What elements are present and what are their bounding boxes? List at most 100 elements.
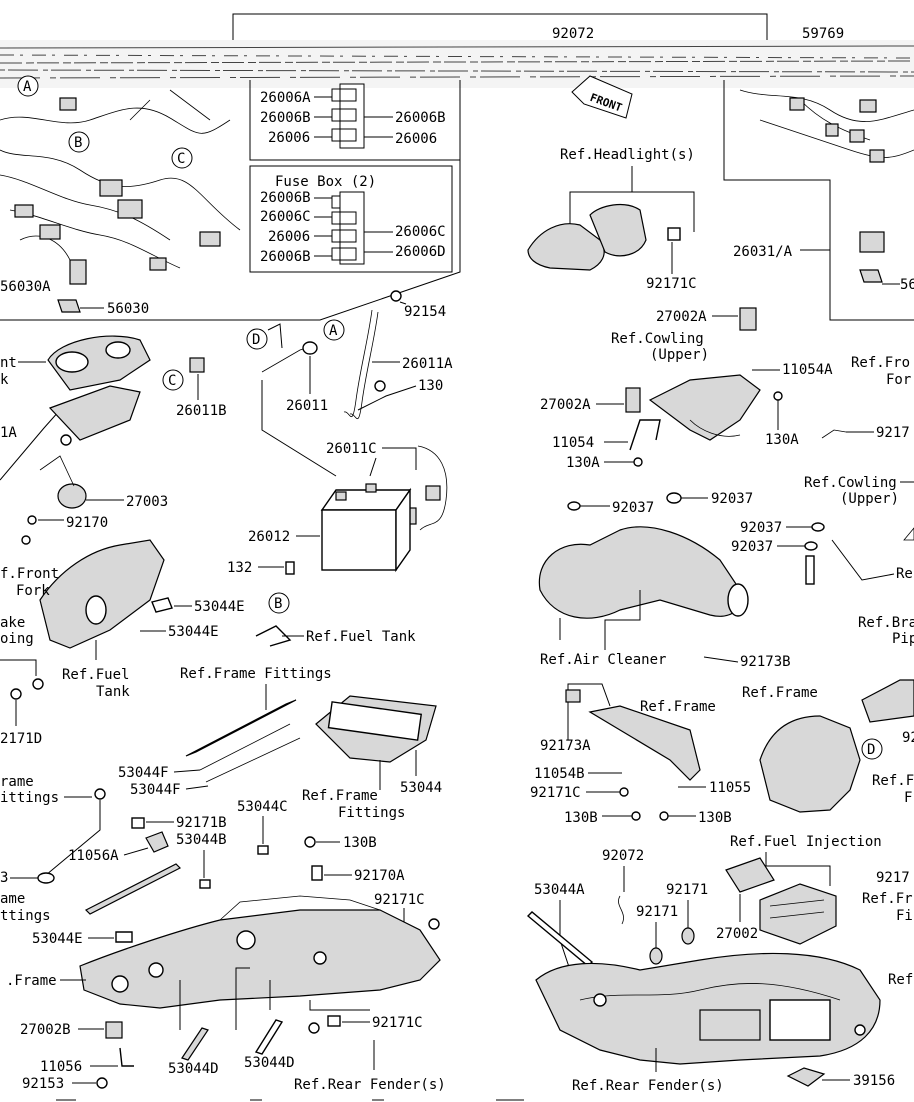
ref-f-cut: Ref.F <box>872 773 914 789</box>
part-53044d-b: 53044D <box>244 1055 295 1071</box>
callout-d-right: D <box>867 742 875 758</box>
part-53044e-b: 53044E <box>168 624 219 640</box>
part-3-cut: 3 <box>0 870 8 886</box>
part-27002b: 27002B <box>20 1022 71 1038</box>
ref-oing-cut: oing <box>0 631 34 647</box>
scan-noise-band <box>0 40 914 88</box>
callout-b-top: B <box>74 135 82 151</box>
frame-fittings: Ref.Frame Fittings 53044F 53044F Ref.Fra… <box>118 666 442 821</box>
part-92171b: 92171B <box>176 815 227 831</box>
part-26006: 26006 <box>268 130 310 146</box>
ref-fuel-tank-left-b: Tank <box>96 684 130 700</box>
fuse2-26006d-right: 26006D <box>395 244 446 260</box>
part-11054: 11054 <box>552 435 594 451</box>
part-92170: 92170 <box>66 515 108 531</box>
part-53044e-a: 53044E <box>194 599 245 615</box>
part-27002a-left: 27002A <box>540 397 591 413</box>
part-26011a: 26011A <box>402 356 453 372</box>
part-27002: 27002 <box>716 926 758 942</box>
ref-fuel-tank-right: Ref.Fuel Tank <box>306 629 416 645</box>
part-92154: 92154 <box>404 304 446 320</box>
ref-re-cut: Re <box>896 566 913 582</box>
frame-bracket-right: Ref.Frame 92173A 11054B 92171C 11055 130… <box>530 683 751 826</box>
part-59769: 59769 <box>802 26 844 42</box>
part-11054a: 11054A <box>782 362 833 378</box>
fuse2-26006: 26006 <box>268 229 310 245</box>
fuse-box-2: Fuse Box (2) 26006B 26006C 26006 26006B … <box>249 165 453 273</box>
part-92072-top: 92072 <box>552 26 594 42</box>
ref-frame-right: Ref.Frame <box>640 699 716 715</box>
fuse2-26006b: 26006B <box>260 190 311 206</box>
part-11054b: 11054B <box>534 766 585 782</box>
part-53044c: 53044C <box>237 799 288 815</box>
callout-c-top: C <box>177 151 185 167</box>
part-26011b: 26011B <box>176 403 227 419</box>
fuse2-26006c-right: 26006C <box>395 224 446 240</box>
ref-air-cleaner: Ref.Air Cleaner <box>540 652 666 668</box>
battery: 26011C 26012 <box>248 441 448 573</box>
part-92072-low: 92072 <box>602 848 644 864</box>
part-92173b: 92173B <box>740 654 791 670</box>
ref-fr-cut: Ref.Fr <box>862 891 913 907</box>
ref-ame-cut: ame <box>0 891 25 907</box>
fuse2-26006b-bottom: 26006B <box>260 249 311 265</box>
part-92171-b: 92171 <box>636 904 678 920</box>
part-92037-d: 92037 <box>731 539 773 555</box>
part-130b-mid: 130B <box>343 835 377 851</box>
fuse-box-1: 26006A 26006B 26006 26006B 26006 <box>260 83 446 149</box>
ref-fuel-tank-left: Ref.Fuel <box>62 667 129 683</box>
ref-nt-cut: nt <box>0 355 17 371</box>
ref-ittings-cut: ittings <box>0 790 59 806</box>
ref-ttings-cut: ttings <box>0 908 51 924</box>
ref-fr-cut-b: Fi <box>896 908 913 924</box>
part-53044d-a: 53044D <box>168 1061 219 1077</box>
callout-a-mid: A <box>329 323 338 339</box>
part-92037-b: 92037 <box>711 491 753 507</box>
ref-rear-fender-left: Ref.Rear Fender(s) <box>294 1077 446 1093</box>
ref-headlight: Ref.Headlight(s) <box>560 147 695 163</box>
part-92171c-mid: 92171C <box>374 892 425 908</box>
part-92170a: 92170A <box>354 868 405 884</box>
callout-d: D <box>252 332 260 348</box>
callout-a-top: A <box>23 79 32 95</box>
ref-frame-fittings-mid: Ref.Frame <box>302 788 378 804</box>
ref-front-fork-left: f.Front <box>0 566 59 582</box>
ref-bra-cut: Ref.Bra <box>858 615 914 631</box>
part-26031a: 26031/A <box>733 244 793 260</box>
part-9217-cut2: 9217 <box>876 870 910 886</box>
part-26006b: 26006B <box>260 110 311 126</box>
part-132: 132 <box>227 560 252 576</box>
part-2171d-cut: 2171D <box>0 731 42 747</box>
ref-cowling-upper: Ref.Cowling <box>611 331 704 347</box>
part-53044a: 53044A <box>534 882 585 898</box>
part-53044e-c: 53044E <box>32 931 83 947</box>
ref-cowling-upper-2: Ref.Cowling <box>804 475 897 491</box>
ref-cut: Ref <box>888 972 913 988</box>
part-92171c-low: 92171C <box>372 1015 423 1031</box>
part-92173a: 92173A <box>540 738 591 754</box>
part-92171-a: 92171 <box>666 882 708 898</box>
part-11056: 11056 <box>40 1059 82 1075</box>
front-direction-arrow: FRONT <box>571 75 633 119</box>
ref-k-cut: k <box>0 372 9 388</box>
main-harness-left: 56030A 56030 <box>0 89 461 321</box>
part-1a-cut: 1A <box>0 425 17 441</box>
part-53044b: 53044B <box>176 832 227 848</box>
part-130b-right: 130B <box>698 810 732 826</box>
part-39156: 39156 <box>853 1073 895 1089</box>
part-27003: 27003 <box>126 494 168 510</box>
air-cleaner: 92037 92037 Ref.Air Cleaner 92173B 92037… <box>538 491 913 670</box>
part-26006a: 26006A <box>260 90 311 106</box>
part-26006b-right: 26006B <box>395 110 446 126</box>
part-26012: 26012 <box>248 529 290 545</box>
ref-cowling-upper-2b: (Upper) <box>840 491 899 507</box>
ref-front-fork-right-b: For <box>886 372 911 388</box>
fuse-box-frame: 92072 59769 <box>232 13 844 161</box>
part-53044f-a: 53044F <box>118 765 169 781</box>
headlight-assembly: Ref.Headlight(s) 92171C <box>527 147 697 292</box>
cowling-bracket: 27002A Ref.Cowling (Upper) 27002A 11054A… <box>540 307 833 471</box>
part-92037-c: 92037 <box>740 520 782 536</box>
ref-cowling-upper-b: (Upper) <box>650 347 709 363</box>
fuel-tank-cover: f.Front Fork ake oing 53044E 53044E Ref.… <box>0 539 245 747</box>
